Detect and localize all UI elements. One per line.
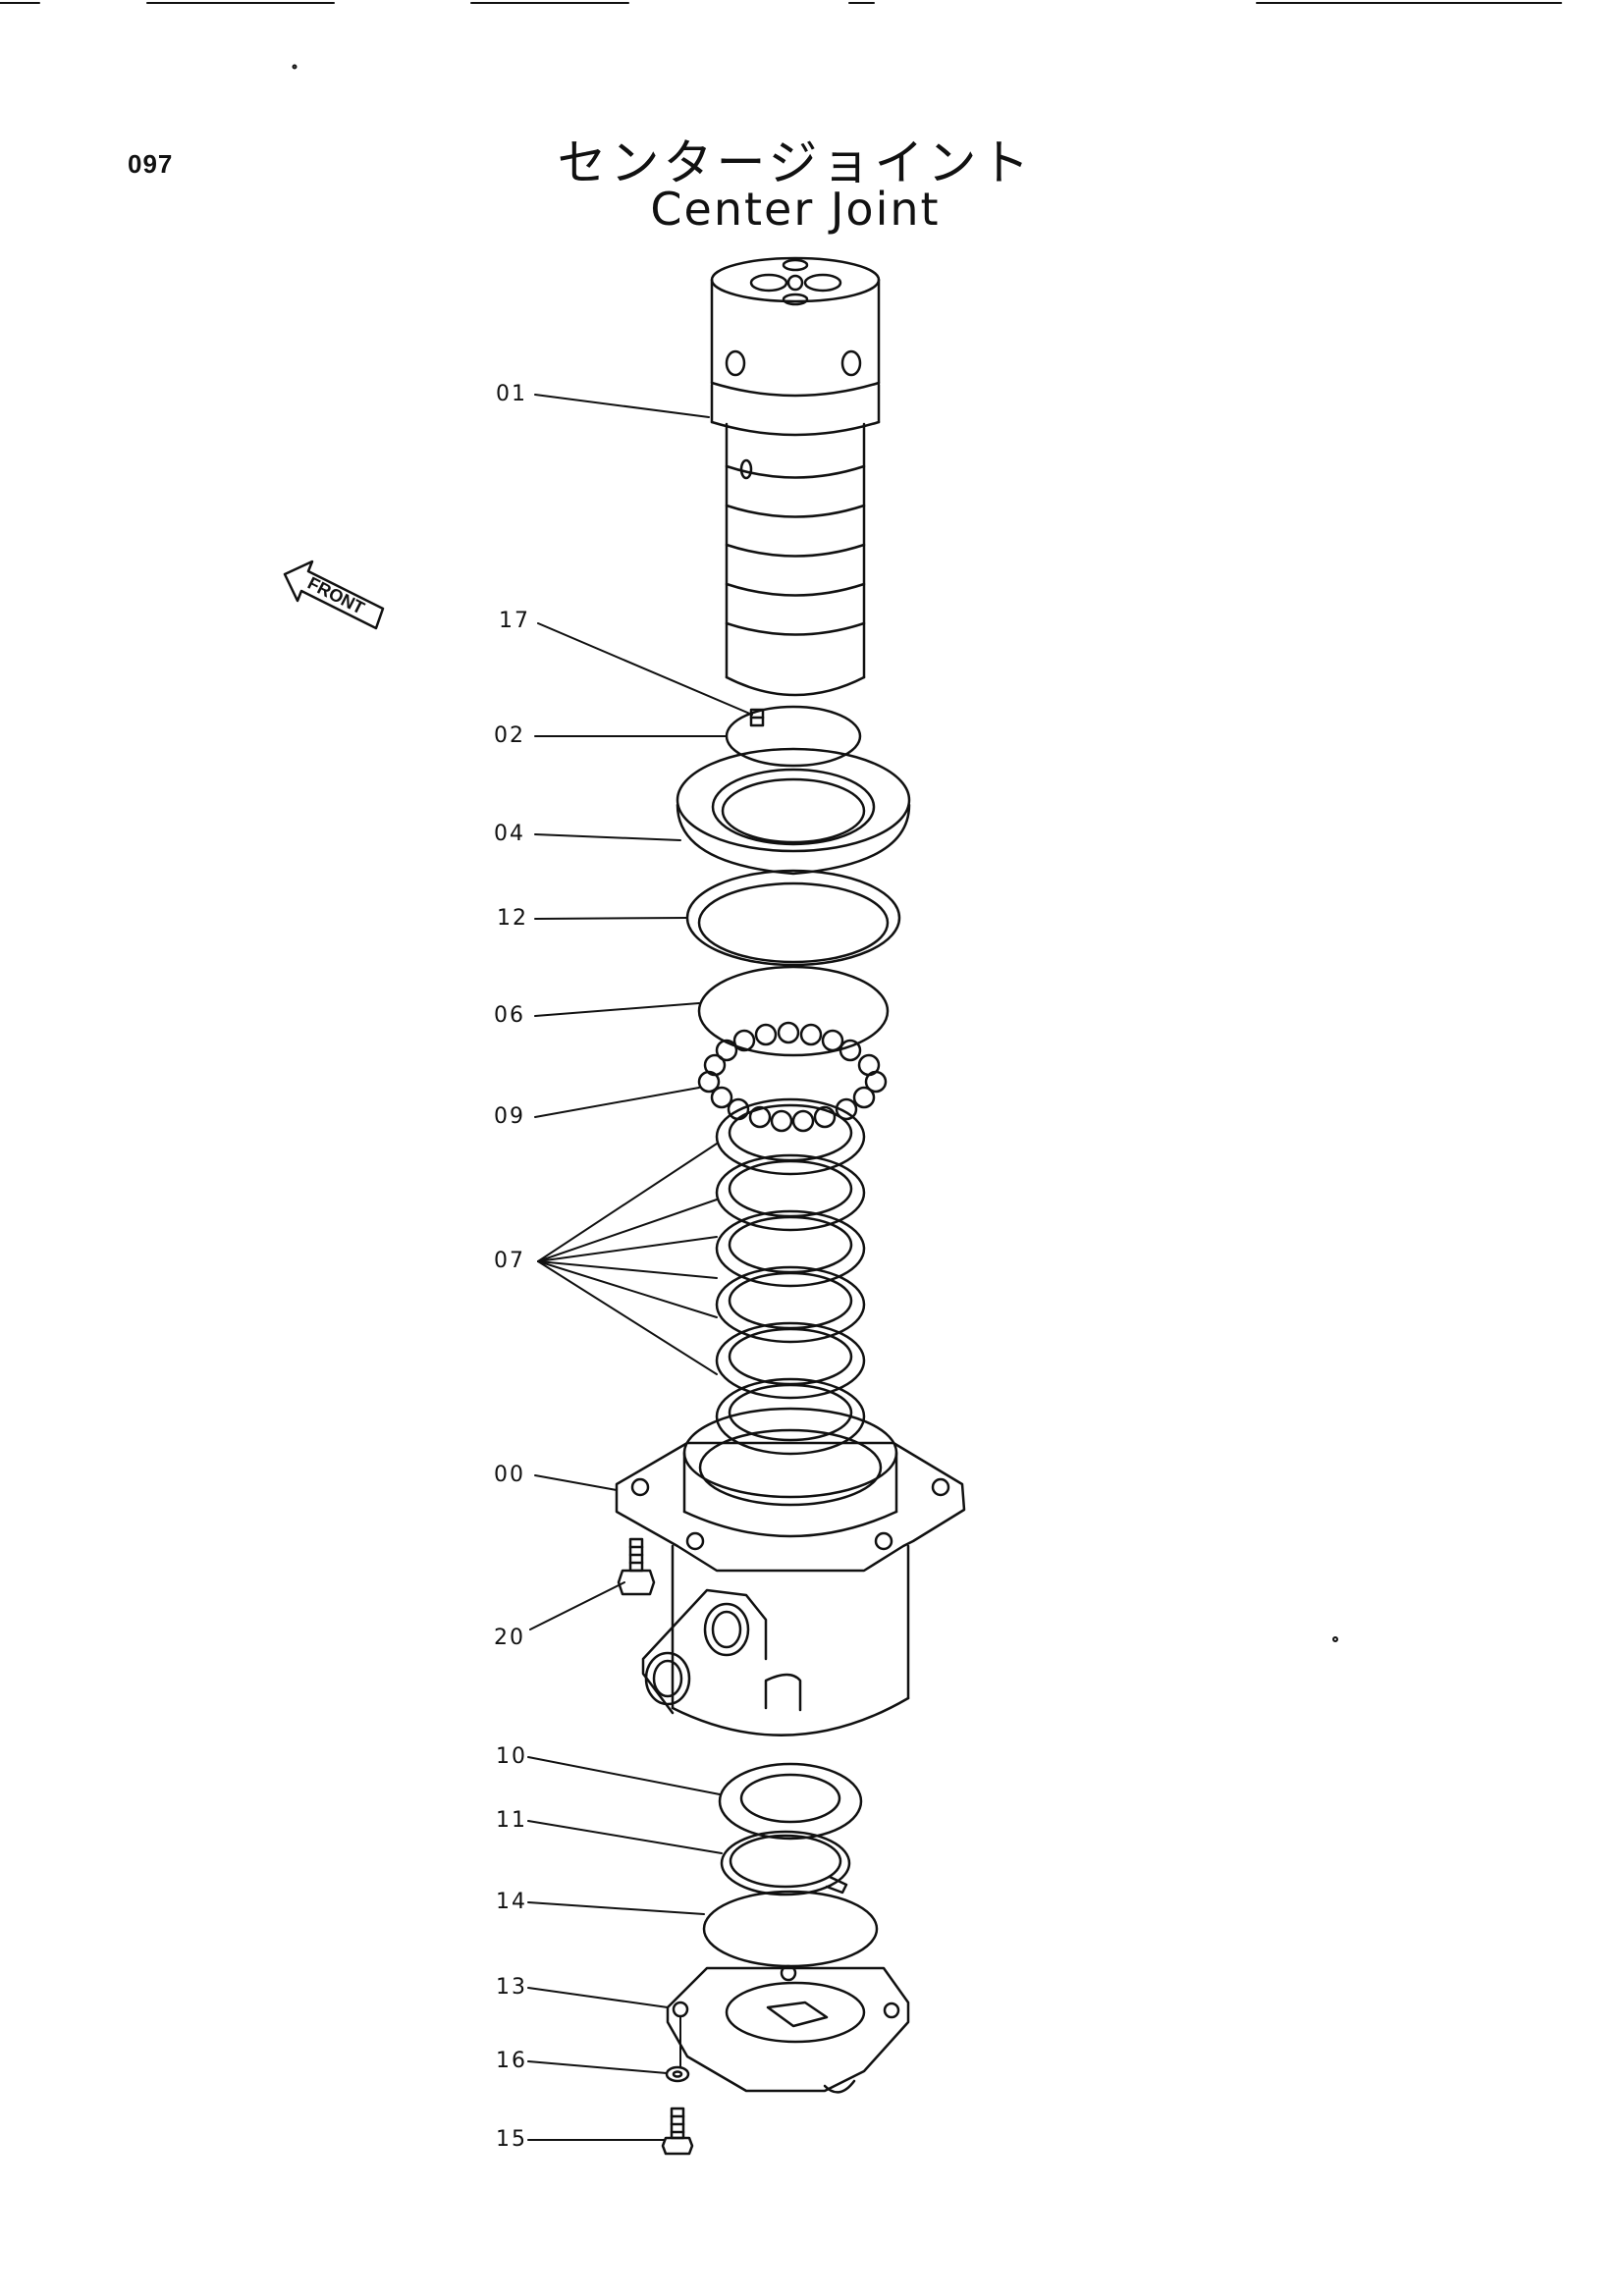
part-11 bbox=[720, 1830, 851, 1896]
callout-15: 15 bbox=[496, 2127, 527, 2152]
callout-09: 09 bbox=[494, 1104, 525, 1129]
body-part-00 bbox=[615, 1407, 966, 1736]
callout-17: 17 bbox=[499, 609, 530, 633]
callout-14: 14 bbox=[496, 1890, 527, 1914]
callout-11: 11 bbox=[496, 1808, 527, 1833]
callout-01: 01 bbox=[496, 382, 527, 406]
leader-lines bbox=[527, 394, 753, 2141]
plug-part-17 bbox=[749, 708, 765, 727]
o-ring-part-02 bbox=[725, 705, 862, 768]
cover-part-13 bbox=[666, 1964, 910, 2094]
title-japanese: センタージョイント bbox=[557, 134, 1034, 191]
callout-02: 02 bbox=[494, 723, 525, 748]
bolt-part-20 bbox=[617, 1537, 656, 1596]
front-arrow-icon: FRONT bbox=[283, 560, 385, 630]
title-english: Center Joint bbox=[650, 183, 941, 236]
callout-07: 07 bbox=[494, 1249, 525, 1273]
callout-00: 00 bbox=[494, 1463, 525, 1487]
seal-part-12 bbox=[685, 869, 901, 967]
callout-04: 04 bbox=[494, 822, 525, 846]
page-number: 097 bbox=[128, 149, 174, 179]
cover-part-04 bbox=[676, 747, 911, 876]
callout-13: 13 bbox=[496, 1975, 527, 2000]
callout-12: 12 bbox=[497, 906, 528, 931]
scan-marks bbox=[0, 2, 1562, 1642]
rotor-shaft-part-01 bbox=[710, 256, 881, 697]
washer-part-16 bbox=[665, 2065, 690, 2083]
callout-16: 16 bbox=[496, 2049, 527, 2073]
bolt-part-15 bbox=[661, 2107, 694, 2156]
o-ring-part-14 bbox=[702, 1890, 879, 1968]
callout-20: 20 bbox=[494, 1626, 525, 1650]
callout-10: 10 bbox=[496, 1744, 527, 1769]
o-ring-part-06 bbox=[697, 965, 890, 1057]
ball-ring-part-09 bbox=[697, 1021, 888, 1133]
seal-rings-part-07 bbox=[715, 1097, 866, 1456]
part-10 bbox=[718, 1762, 863, 1841]
callout-06: 06 bbox=[494, 1003, 525, 1028]
